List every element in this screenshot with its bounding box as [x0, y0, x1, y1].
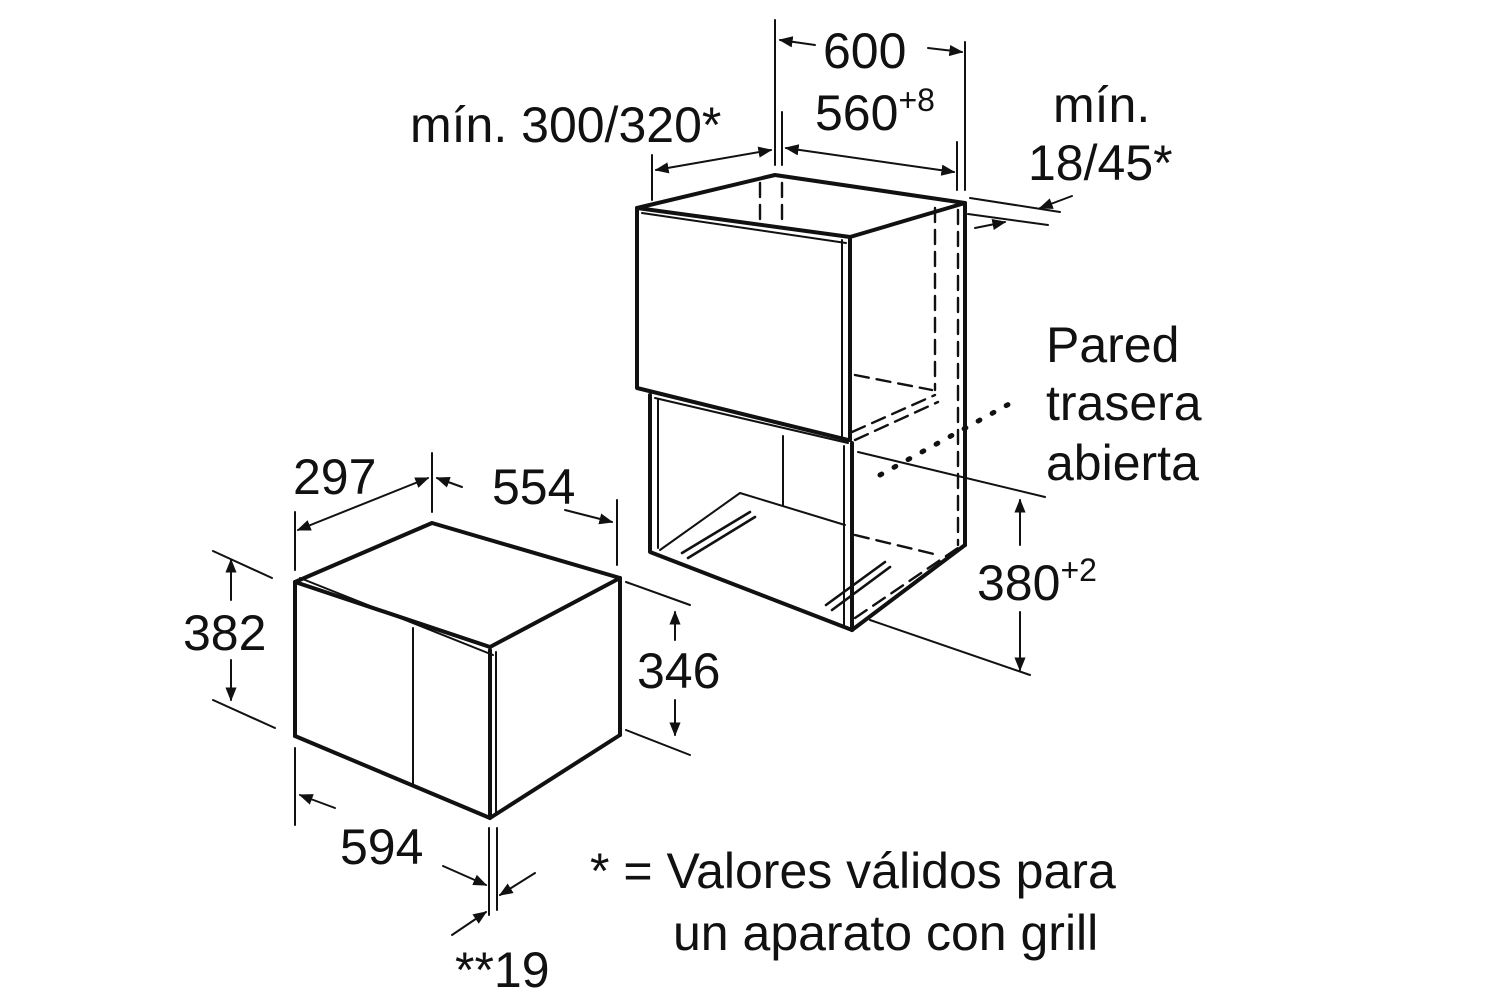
dim-niche-height: 380+2 — [977, 554, 1097, 611]
dim-width-inner-value: 560 — [815, 85, 899, 141]
rear-wall-label-line1: Pared — [1046, 317, 1180, 373]
footnote-line1: * = Valores válidos para — [590, 843, 1116, 899]
dim-niche-height-value: 380 — [977, 555, 1061, 611]
dim-depth-min: mín. 300/320* — [410, 97, 722, 153]
dim-width-inner-tolerance: +8 — [898, 82, 935, 118]
appliance-drawing — [293, 521, 622, 820]
dim-appliance-width: 594 — [340, 819, 424, 875]
appliance-dimensions — [212, 452, 691, 936]
cabinet-drawing — [635, 173, 1023, 632]
dim-gap-min-line1: mín. — [1053, 77, 1151, 133]
cabinet-dimensions — [651, 19, 1073, 676]
dim-width-total: 600 — [823, 23, 907, 79]
dim-niche-height-tolerance: +2 — [1060, 552, 1097, 588]
footnote-line2: un aparato con grill — [673, 905, 1099, 961]
dim-gap-min-line2: 18/45* — [1028, 135, 1173, 191]
dim-frame-thickness: **19 — [455, 942, 550, 998]
dim-appliance-depth: 297 — [293, 449, 377, 505]
rear-wall-label-line2: trasera — [1046, 375, 1202, 431]
dim-appliance-height-body: 346 — [637, 643, 721, 699]
dim-width-inner: 560+8 — [815, 84, 935, 141]
dim-appliance-height-total: 382 — [183, 605, 267, 661]
dim-appliance-side-depth: 554 — [492, 459, 576, 515]
rear-wall-label-line3: abierta — [1046, 435, 1199, 491]
